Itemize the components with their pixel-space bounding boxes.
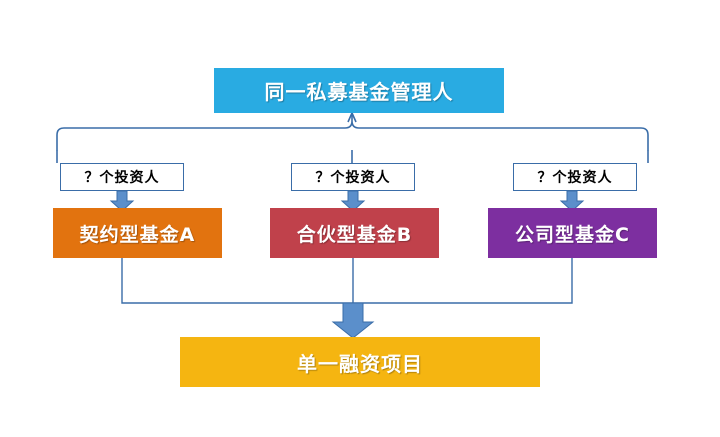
manager-bracket-connector (56, 113, 649, 151)
manager-node: 同一私募基金管理人 (214, 68, 504, 113)
fund-node-partnership: 合伙型基金B (270, 208, 439, 258)
fund-node-corporate: 公司型基金C (488, 208, 657, 258)
fund-node-contractual: 契约型基金A (53, 208, 222, 258)
investor-label-fund-c: ？个投资人 (513, 163, 637, 191)
project-node: 单一融资项目 (180, 337, 540, 387)
arrow-funds-to-project (331, 302, 375, 339)
investor-label-fund-b: ？个投资人 (291, 163, 415, 191)
manager-bracket-peak (347, 112, 357, 123)
fund-collector-rail (121, 258, 573, 304)
investor-label-fund-a: ？个投资人 (60, 163, 184, 191)
